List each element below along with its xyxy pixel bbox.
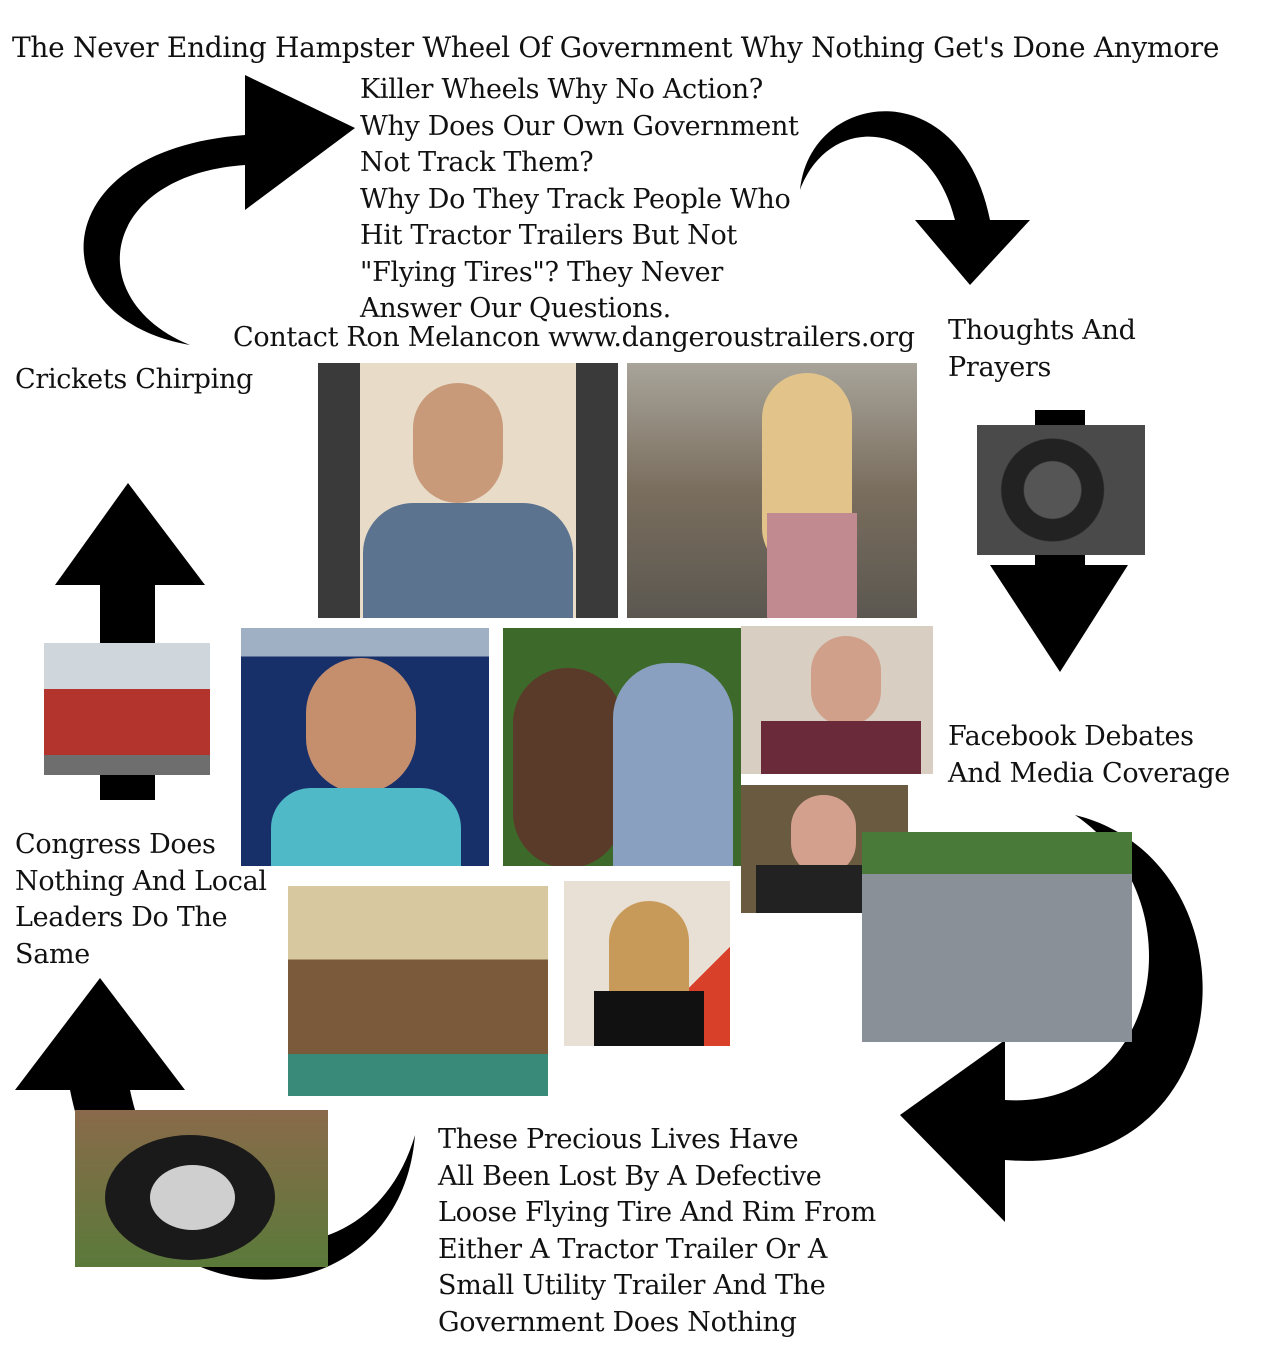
step-precious-lives: These Precious Lives Have All Been Lost … [438,1124,876,1338]
up-arrow-left-icon [55,483,205,800]
step-congress-does-nothing: Congress Does Nothing And Local Leaders … [15,829,267,970]
photo-loose-tire [75,1110,328,1267]
photo-couple [503,628,741,866]
photo-officer [318,363,618,618]
step-thoughts-and-prayers: Thoughts And Prayers [948,315,1136,383]
photo-wheel-hub [977,425,1145,555]
questions-text: Killer Wheels Why No Action? Why Does Ou… [360,74,799,324]
photo-man-sunglasses [241,628,489,866]
photo-crashed-red-car [44,643,210,775]
photo-smiling-woman [564,881,730,1046]
photo-wrecked-car [862,832,1132,1042]
photo-young-woman [627,363,917,618]
photo-family-group [288,886,548,1096]
step-crickets-chirping: Crickets Chirping [15,364,254,395]
photo-older-man [741,626,933,774]
curved-arrow-bottom-left-icon [15,978,415,1280]
contact-text: Contact Ron Melancon www.dangeroustraile… [233,322,915,353]
page-title: The Never Ending Hampster Wheel Of Gover… [12,31,1220,64]
step-facebook-debates: Facebook Debates And Media Coverage [948,721,1230,789]
curved-arrow-bottom-right-icon [900,815,1203,1222]
curved-arrow-top-left-icon [83,75,355,345]
curved-arrow-top-right-icon [800,111,1030,286]
